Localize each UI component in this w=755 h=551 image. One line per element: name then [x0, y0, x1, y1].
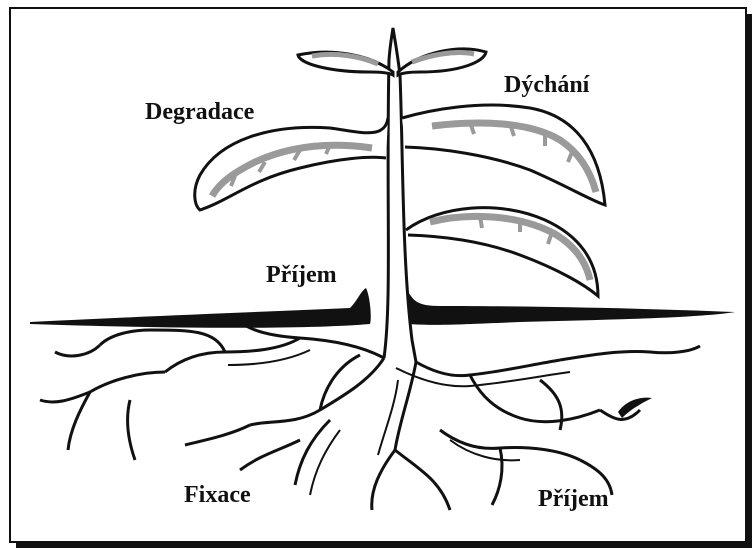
label-degradace: Degradace [145, 100, 254, 124]
label-prijem-shoot: Příjem [266, 263, 337, 287]
frame [10, 8, 746, 542]
label-prijem-root: Příjem [538, 487, 609, 511]
label-dychani: Dýchání [504, 73, 589, 97]
label-fixace: Fixace [184, 483, 251, 507]
